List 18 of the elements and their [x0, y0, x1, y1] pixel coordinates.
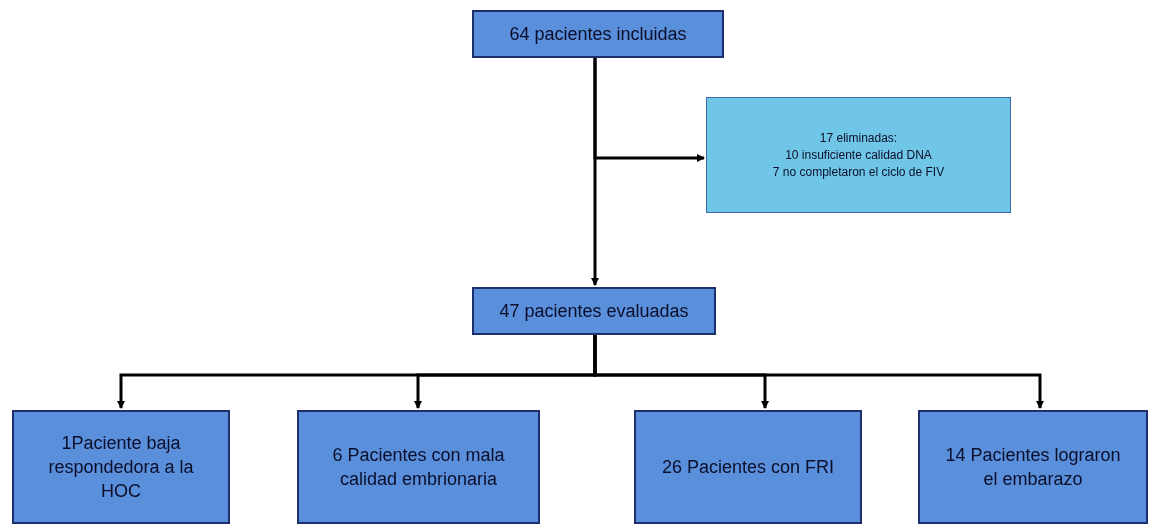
box-text: 64 pacientes incluidas — [509, 23, 687, 46]
process-box — [918, 410, 1148, 524]
arrow — [593, 335, 1044, 409]
note-box — [706, 97, 1011, 213]
box-text: 1Paciente baja respondedora a la HOC — [47, 432, 195, 503]
process-box — [297, 410, 540, 524]
process-box — [472, 10, 724, 58]
box-text: 10 insuficiente calidad DNA — [785, 146, 932, 164]
process-box — [472, 287, 716, 335]
process-box — [12, 410, 230, 524]
box-text: 14 Pacientes lograron el embarazo — [944, 444, 1122, 491]
box-text: 17 eliminadas: — [819, 129, 898, 147]
process-box — [634, 410, 862, 524]
box-text: 7 no completaron el ciclo de FIV — [772, 163, 945, 181]
arrow — [591, 58, 599, 286]
box-text: 26 Pacientes con FRI — [661, 456, 835, 479]
box-text: 47 pacientes evaluadas — [499, 300, 689, 323]
box-text: 6 Pacientes con mala calidad embrionaria — [331, 444, 506, 491]
